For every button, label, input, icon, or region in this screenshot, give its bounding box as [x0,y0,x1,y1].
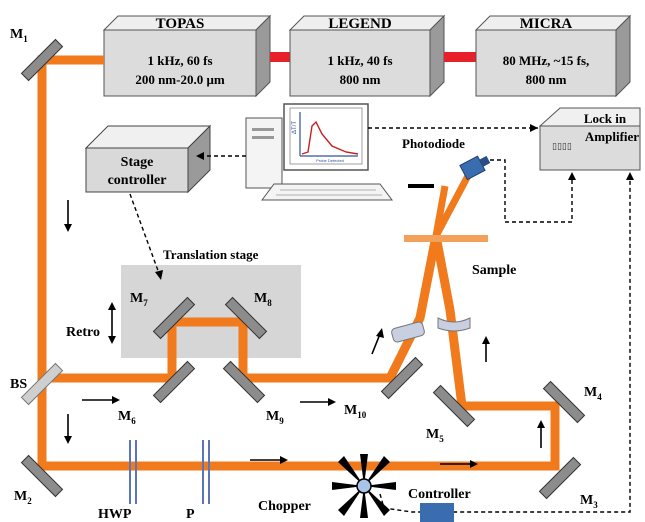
mirror-m9 [222,360,266,404]
plot-curve [301,120,359,155]
mirror-m2 [20,454,64,498]
label-photodiode: Photodiode [402,136,465,151]
laser-topas-line2: 200 nm-20.0 μm [135,72,225,87]
laser-topas-name: TOPAS [156,16,205,32]
label-m2: M2 [14,489,32,506]
label-retro: Retro [66,325,100,340]
laser-legend-name: LEGEND [328,16,392,32]
label-controller: Controller [408,487,471,502]
mirror-m4 [542,380,586,424]
chopper-hub [356,478,372,494]
laser-micra-line1: 80 MHz, ~15 fs, [503,53,590,68]
sample [404,235,488,242]
chopper-controller-box [420,503,454,522]
half-wave-plate [129,440,137,504]
label-hwp: HWP [98,507,132,522]
label-bs: BS [10,377,27,392]
mirror-m8 [224,296,268,340]
lockin-line1: Lock in [584,111,627,126]
laser-micra-name: MICRA [520,16,573,32]
label-m7: M7 [130,291,148,308]
laser-legend-line2: 800 nm [340,72,381,87]
laser-legend-line1: 1 kHz, 40 fs [328,53,393,68]
lockin-line2: Amplifier [585,129,639,144]
link-topas-legend [270,52,292,62]
mirror-m10 [380,356,424,400]
label-m5: M5 [426,427,444,444]
chopper [332,454,396,518]
label-translation-stage: Translation stage [163,247,259,262]
mirror-m3 [538,456,582,500]
polarizer [202,440,210,504]
stage-controller: Stage controller [84,124,212,194]
laser-micra: MICRA 80 MHz, ~15 fs, 800 nm [474,14,632,98]
laser-micra-line2: 800 nm [526,72,567,87]
lens-probe [437,317,471,332]
plot-ylabel: ΔT/T [292,121,298,134]
computer-screen [289,107,363,165]
lockin-amplifier: Lock in Amplifier ▯▯▯▯ [538,107,641,171]
label-m8: M8 [254,291,272,308]
label-m4: M4 [584,385,602,402]
mirror-m5 [432,384,476,428]
plot-xlabel: Probe Detected [316,158,344,163]
translation-stage [121,265,301,358]
lockin-display: ▯▯▯▯ [552,142,572,152]
laser-topas: TOPAS 1 kHz, 60 fs 200 nm-20.0 μm [102,14,272,98]
beam-splitter [20,362,64,406]
label-m9: M9 [266,409,284,426]
stage-controller-line1: Stage [121,155,154,170]
label-m6: M6 [118,409,136,426]
label-sample: Sample [472,263,516,278]
stage-controller-line2: controller [108,173,167,188]
label-m10: M10 [344,403,367,420]
direction-arrows [64,200,545,468]
laser-legend: LEGEND 1 kHz, 40 fs 800 nm [288,14,446,98]
mirror-m6 [152,360,196,404]
mirror-m7 [152,296,196,340]
link-legend-micra [444,52,478,62]
mirror-m1 [20,38,64,82]
photodiode [459,155,491,181]
computer: ΔT/T Probe Detected [245,103,393,201]
label-polarizer: P [186,507,195,522]
label-m3: M3 [580,493,598,510]
lens-pump [391,321,425,343]
label-m1: M1 [10,27,28,44]
laser-topas-line1: 1 kHz, 60 fs [148,53,213,68]
signal-lines [129,124,634,513]
label-chopper: Chopper [258,499,311,514]
computer-keyboard [261,183,393,201]
